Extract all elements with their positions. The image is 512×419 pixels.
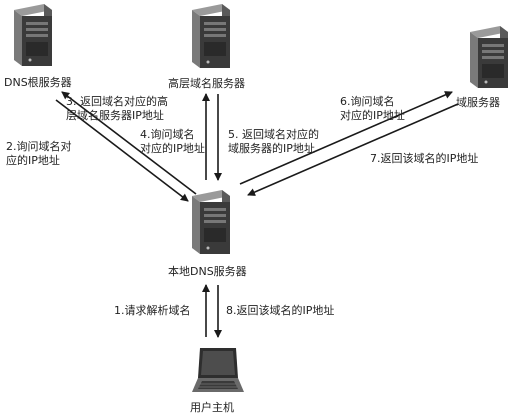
local-dns-server-icon — [192, 190, 230, 254]
step-6-label: 6.询问域名 对应的IP地址 — [340, 95, 405, 122]
step-5-label: 5. 返回域名对应的 域服务器的IP地址 — [228, 128, 319, 155]
step-2-label: 2.询问域名对 应的IP地址 — [6, 140, 72, 167]
arrow-step-2 — [61, 91, 197, 195]
step-3-label: 3. 返回域名对应的高 层域名服务器IP地址 — [66, 95, 168, 122]
step-4-label: 4.询问域名 对应的IP地址 — [140, 128, 205, 155]
domain-server-icon — [470, 26, 508, 88]
arrow-step-7 — [247, 103, 459, 196]
step-7-label: 7.返回该域名的IP地址 — [370, 152, 479, 165]
root-server-label: DNS根服务器 — [4, 76, 72, 89]
arrow-step-3 — [55, 99, 189, 202]
user-host-label: 用户主机 — [190, 401, 234, 414]
user-host-laptop-icon — [192, 348, 244, 392]
tld-server-icon — [192, 4, 230, 68]
root-server-icon — [14, 4, 52, 66]
step-1-label: 1.请求解析域名 — [114, 304, 191, 317]
local-dns-server-label: 本地DNS服务器 — [168, 265, 247, 278]
domain-server-label: 域服务器 — [456, 96, 500, 109]
arrow-step-6 — [239, 91, 453, 185]
step-8-label: 8.返回该域名的IP地址 — [226, 304, 335, 317]
tld-server-label: 高层域名服务器 — [168, 77, 245, 90]
